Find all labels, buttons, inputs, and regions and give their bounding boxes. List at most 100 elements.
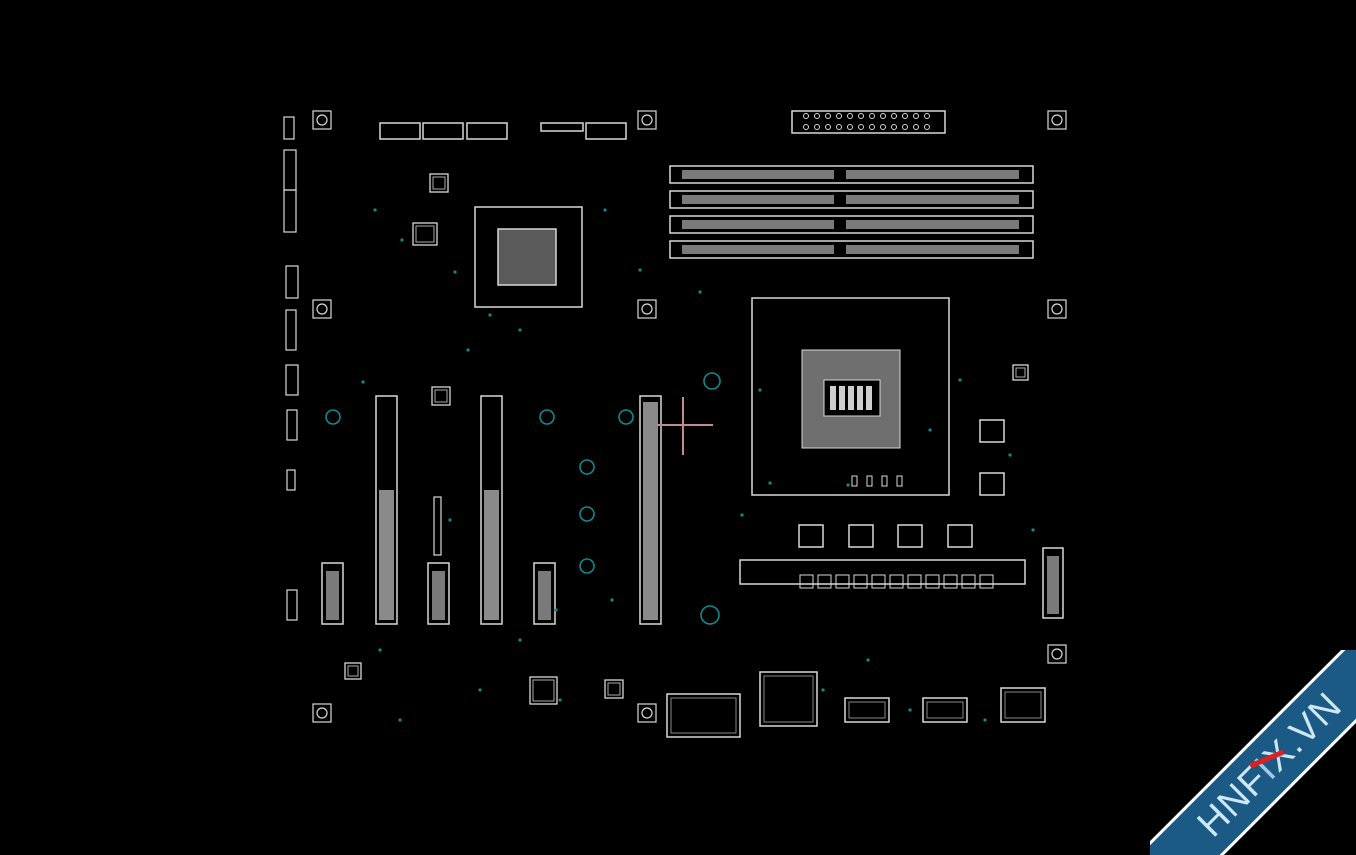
dimm-key — [834, 168, 846, 181]
vrm-choke[interactable] — [897, 524, 923, 548]
sata-port-4[interactable] — [540, 122, 584, 132]
mount-hole[interactable] — [325, 409, 341, 425]
mount-hole[interactable] — [539, 409, 555, 425]
dimm-key — [834, 218, 846, 231]
sata-port-2[interactable] — [422, 122, 464, 140]
ic-chip[interactable] — [431, 386, 451, 406]
edge-connector[interactable] — [285, 265, 299, 299]
ic-chip[interactable] — [604, 679, 624, 699]
ic-die — [432, 176, 446, 190]
pin-header-1[interactable] — [321, 562, 344, 625]
chipset-outline[interactable] — [474, 206, 583, 308]
via — [1031, 528, 1035, 532]
header-pins — [538, 571, 551, 620]
edge-connector[interactable] — [286, 409, 298, 441]
cpu-socket-outline[interactable] — [751, 297, 950, 496]
dimm-pins — [682, 195, 1019, 204]
atx-pin — [858, 124, 864, 130]
usb-stack[interactable] — [666, 693, 741, 738]
atx-pin — [913, 113, 919, 119]
edge-connector[interactable] — [283, 116, 295, 140]
lan-port-inner — [763, 675, 814, 723]
ic-chip[interactable] — [1012, 364, 1029, 381]
standoff-hole — [1051, 648, 1063, 660]
dimm-slot-2[interactable] — [669, 190, 1034, 209]
dimm-slot-1[interactable] — [669, 165, 1034, 184]
standoff-pad[interactable] — [1047, 644, 1067, 664]
atx-power-connector[interactable] — [791, 110, 946, 134]
audio-port[interactable] — [1000, 687, 1046, 723]
standoff-pad[interactable] — [637, 110, 657, 130]
dimm-slot-4[interactable] — [669, 240, 1034, 259]
mount-hole[interactable] — [579, 558, 595, 574]
pci-short-slot[interactable] — [433, 496, 442, 556]
mount-hole[interactable] — [618, 409, 634, 425]
edge-connector[interactable] — [286, 469, 296, 491]
standoff-pad[interactable] — [312, 703, 332, 723]
header-pins — [1047, 556, 1059, 614]
edge-connector[interactable] — [285, 364, 299, 396]
standoff-hole — [641, 114, 653, 126]
sata-port-5[interactable] — [585, 122, 627, 140]
standoff-pad[interactable] — [637, 299, 657, 319]
dimm-slot-3[interactable] — [669, 215, 1034, 234]
mosfet — [961, 574, 976, 589]
ic-die — [434, 389, 448, 403]
via — [846, 483, 850, 487]
atx-pin — [814, 113, 820, 119]
standoff-pad[interactable] — [312, 299, 332, 319]
pcie-slot-3[interactable] — [639, 395, 662, 625]
via — [488, 313, 492, 317]
mount-hole[interactable] — [579, 506, 595, 522]
standoff-pad[interactable] — [1047, 110, 1067, 130]
standoff-pad[interactable] — [637, 703, 657, 723]
via — [518, 638, 522, 642]
dvi-port-inner — [926, 701, 964, 719]
edge-connector[interactable] — [285, 309, 297, 351]
mosfet — [979, 574, 994, 589]
pcie-slot-2[interactable] — [480, 395, 503, 625]
sata-port-1[interactable] — [379, 122, 421, 140]
standoff-pad[interactable] — [1047, 299, 1067, 319]
dimm-key — [834, 243, 846, 256]
mosfet — [943, 574, 958, 589]
ic-chip[interactable] — [412, 222, 438, 246]
pin-header-2[interactable] — [427, 562, 450, 625]
via — [378, 648, 382, 652]
chipset-bga[interactable] — [497, 228, 557, 286]
ic-chip[interactable] — [429, 173, 449, 193]
vga-port[interactable] — [844, 697, 890, 723]
edge-connector[interactable] — [286, 589, 298, 621]
atx-pin — [858, 113, 864, 119]
edge-connector[interactable] — [283, 149, 297, 191]
vrm-choke[interactable] — [947, 524, 973, 548]
pcie-slot-1[interactable] — [375, 395, 398, 625]
vrm-choke[interactable] — [979, 472, 1005, 496]
cpu-pin-grid[interactable] — [801, 349, 901, 449]
ic-chip[interactable] — [344, 662, 362, 680]
lan-port[interactable] — [759, 671, 818, 727]
cpu-cap-pad — [896, 475, 903, 487]
mount-hole[interactable] — [700, 605, 720, 625]
atx-pin — [836, 124, 842, 130]
cpu-cap-pad — [881, 475, 888, 487]
via — [740, 513, 744, 517]
ic-chip[interactable] — [529, 676, 558, 705]
cpu-cap-pad — [866, 475, 873, 487]
dvi-port[interactable] — [922, 697, 968, 723]
vrm-choke[interactable] — [848, 524, 874, 548]
standoff-pad[interactable] — [312, 110, 332, 130]
vrm-mosfet-bank[interactable] — [739, 559, 1026, 585]
mount-hole[interactable] — [579, 459, 595, 475]
pin-header-3[interactable] — [533, 562, 556, 625]
mount-hole[interactable] — [703, 372, 721, 390]
edge-connector[interactable] — [283, 189, 297, 233]
pin-header-4[interactable] — [1042, 547, 1064, 619]
vrm-choke[interactable] — [979, 419, 1005, 443]
sata-port-3[interactable] — [466, 122, 508, 140]
via — [958, 378, 962, 382]
standoff-hole — [316, 707, 328, 719]
vrm-choke[interactable] — [798, 524, 824, 548]
